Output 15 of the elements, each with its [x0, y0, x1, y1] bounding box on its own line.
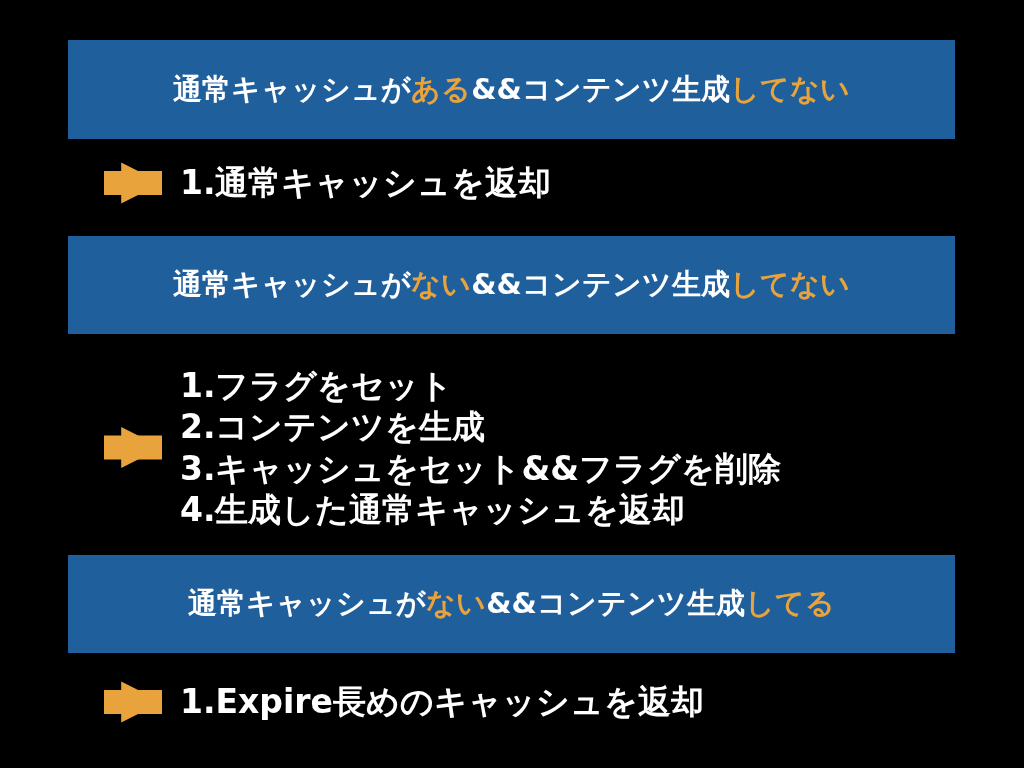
step-text: 4.生成した通常キャッシュを返却 [180, 488, 687, 530]
arrow [104, 427, 162, 468]
arrow [104, 162, 162, 204]
step-text: 2.コンテンツを生成 [180, 406, 487, 448]
step-text: 1.通常キャッシュを返却 [180, 162, 552, 204]
step-text: 1.Expire長めのキャッシュを返却 [180, 681, 704, 723]
arrow [104, 681, 162, 723]
condition-banner [68, 40, 955, 139]
step-text: 3.キャッシュをセット&&フラグを削除 [180, 447, 782, 489]
condition-text: 通常キャッシュがない&&コンテンツ生成してない [173, 266, 850, 303]
condition-banner [68, 555, 955, 653]
condition-banner [68, 236, 955, 334]
condition-text: 通常キャッシュがある&&コンテンツ生成してない [173, 70, 850, 108]
step-text: 1.フラグをセット [180, 365, 455, 407]
condition-text: 通常キャッシュがない&&コンテンツ生成してる [188, 585, 835, 622]
